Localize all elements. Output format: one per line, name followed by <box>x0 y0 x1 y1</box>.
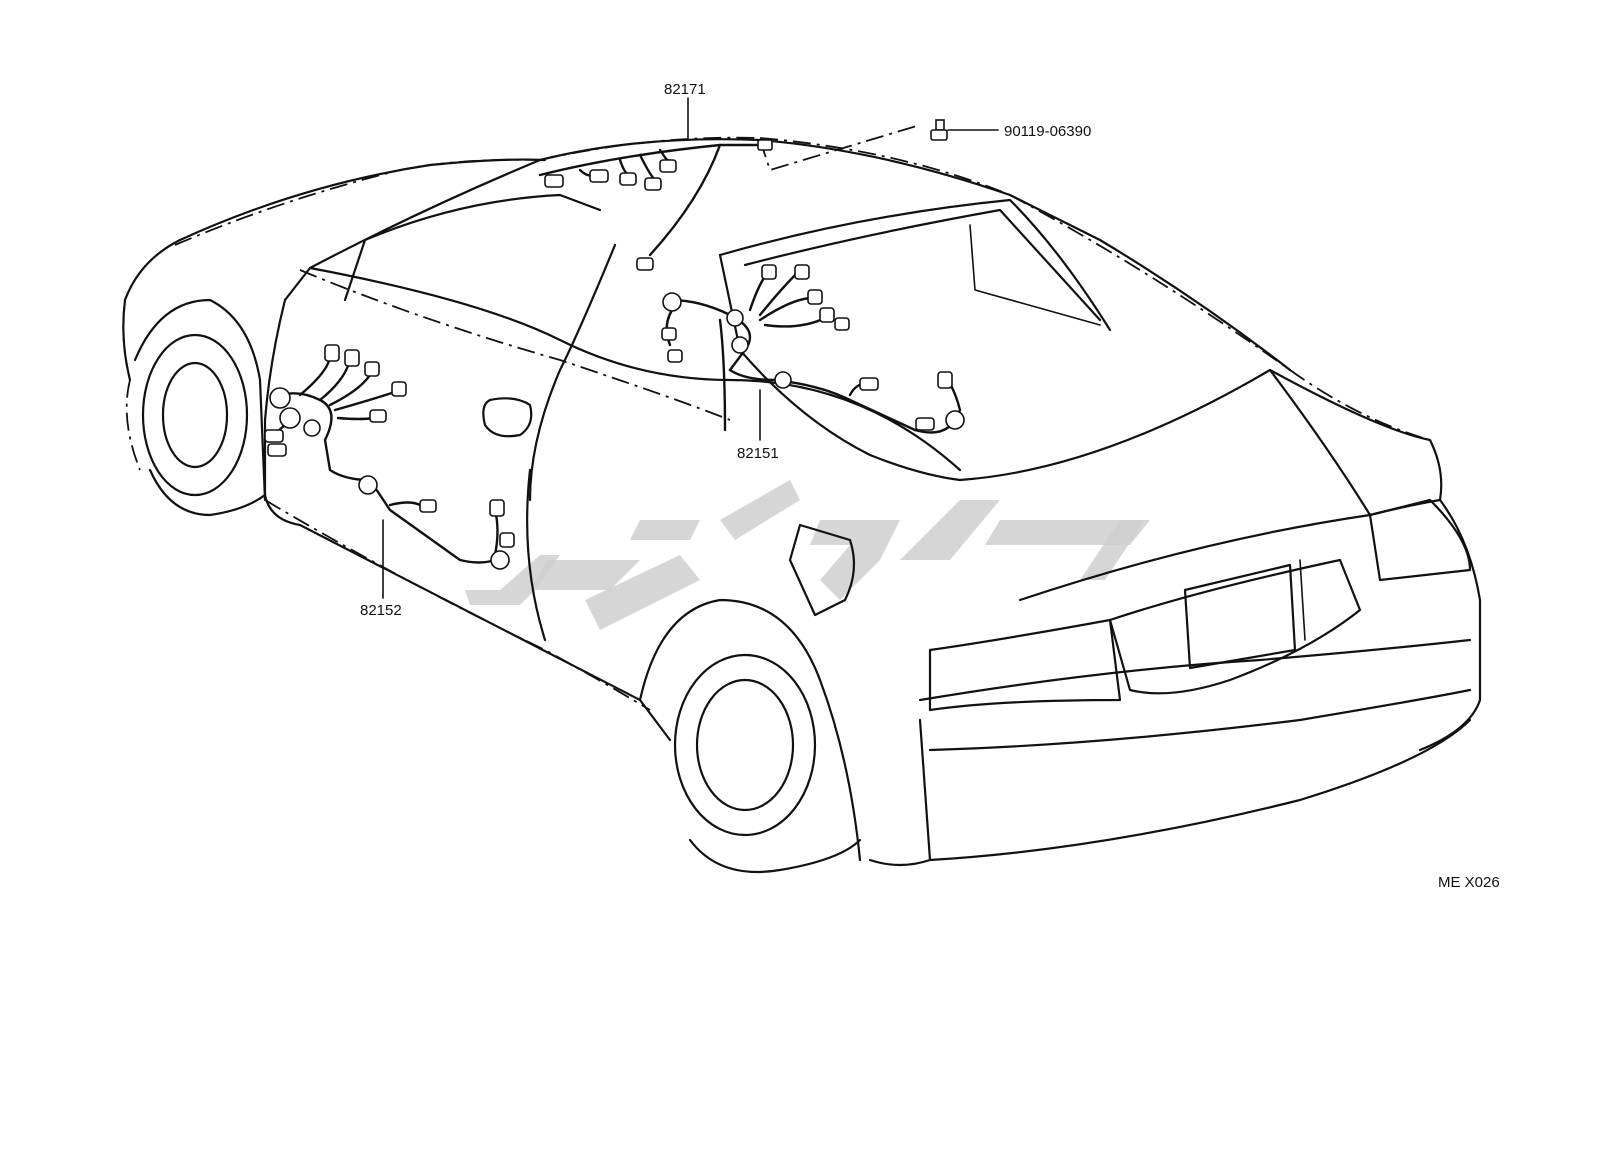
leader-lines <box>382 97 999 599</box>
bolt-icon[interactable] <box>930 119 948 141</box>
car-outline <box>122 138 1482 874</box>
roof-harness[interactable] <box>538 139 773 271</box>
figure-code: ME X026 <box>1438 874 1500 891</box>
phantom-lines <box>125 124 1431 711</box>
rear-door-harness[interactable] <box>661 264 965 434</box>
label-90119-06390[interactable]: 90119-06390 <box>1004 123 1091 140</box>
watermark-logo <box>465 480 1150 630</box>
label-82152[interactable]: 82152 <box>360 602 402 619</box>
label-82171[interactable]: 82171 <box>664 81 706 98</box>
front-door-harness[interactable] <box>263 344 515 570</box>
label-82151[interactable]: 82151 <box>737 445 779 462</box>
